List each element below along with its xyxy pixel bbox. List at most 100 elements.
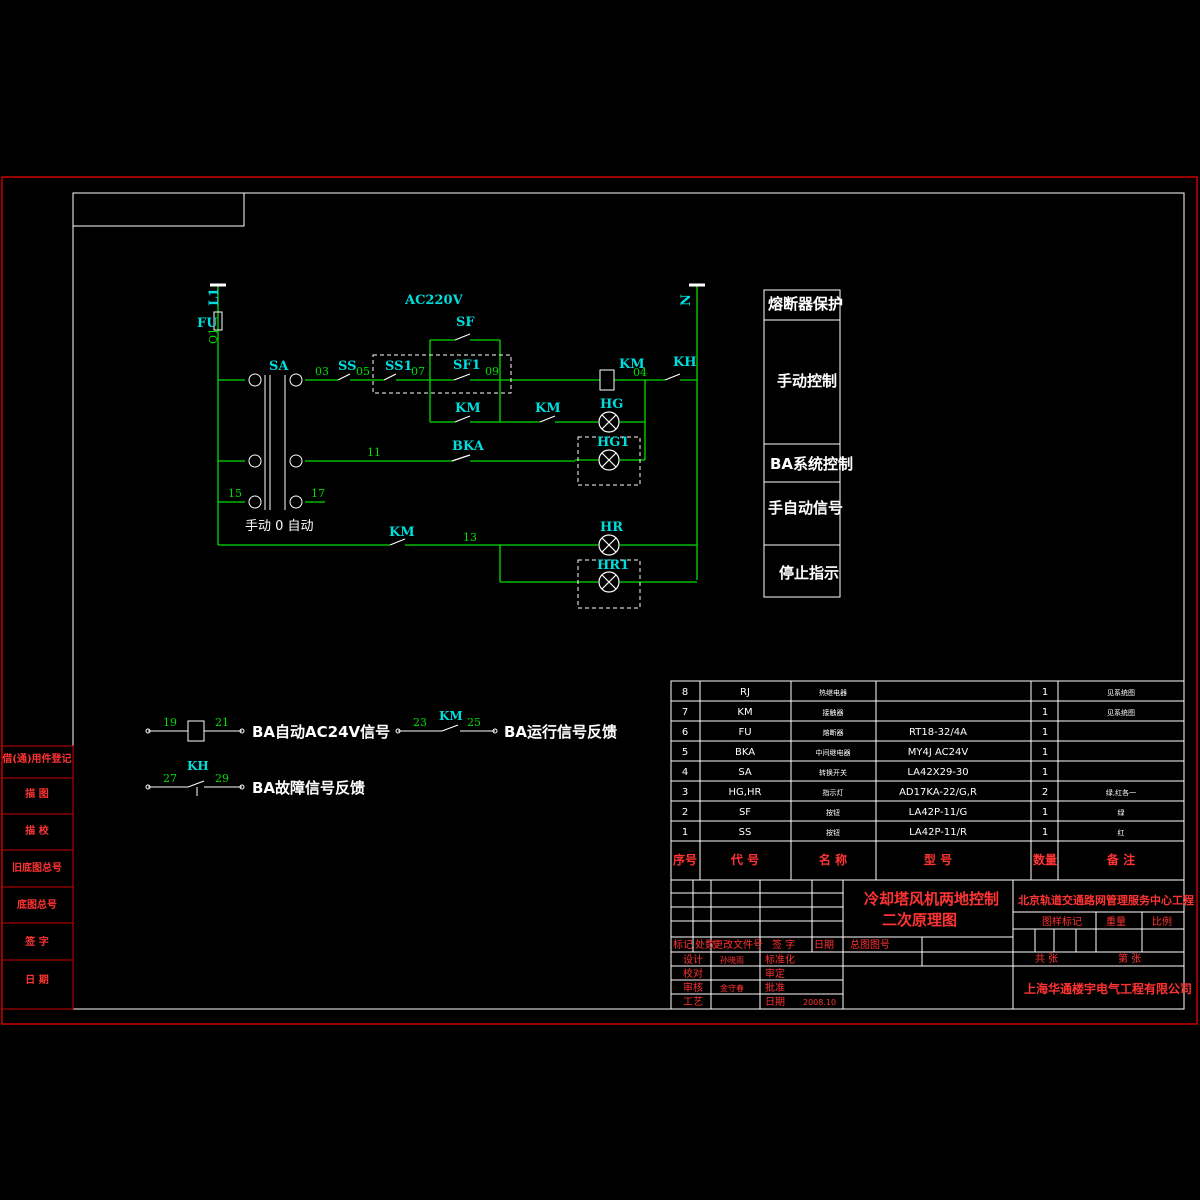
lamp-hr1 bbox=[598, 571, 620, 593]
parts-cell-name: 熔断器 bbox=[823, 728, 844, 737]
parts-cell-no: 6 bbox=[682, 727, 688, 738]
parts-cell-code: KM bbox=[737, 707, 752, 718]
fb-ba-control: BA系统控制 bbox=[770, 455, 853, 473]
parts-cell-qty: 1 bbox=[1042, 827, 1048, 838]
parts-cell-name: 热继电器 bbox=[819, 688, 847, 697]
sheets-total: 共 张 bbox=[1035, 953, 1058, 965]
parts-cell-model: RT18-32/4A bbox=[909, 727, 967, 738]
sa-switch bbox=[248, 373, 303, 510]
parts-cell-code: FU bbox=[738, 727, 751, 738]
parts-cell-no: 7 bbox=[682, 707, 688, 718]
parts-cell-model: MY4J AC24V bbox=[908, 747, 969, 758]
sig-text-2: BA运行信号反馈 bbox=[504, 723, 617, 741]
left-label-2: 描 校 bbox=[25, 824, 49, 837]
label-bka: BKA bbox=[452, 439, 485, 454]
km-coil bbox=[599, 369, 615, 391]
label-fu: FU bbox=[197, 316, 218, 331]
date-value: 2008.10 bbox=[803, 998, 836, 1007]
drawing-title-1: 冷却塔风机两地控制 bbox=[864, 890, 999, 908]
audit-label: 审核 bbox=[683, 981, 703, 994]
lamp-hg bbox=[598, 411, 620, 433]
corner-box bbox=[72, 192, 245, 227]
circuit-labels: AC220V L1 N FU SA SS SS1 SF SF1 KM KH KM… bbox=[197, 288, 697, 573]
switch-positions: 手动 0 自动 bbox=[245, 519, 314, 534]
wire-09: 09 bbox=[485, 365, 499, 378]
label-hg1: HG1 bbox=[597, 435, 629, 450]
parts-header-qty: 数量 bbox=[1033, 852, 1057, 867]
designer-name: 孙晓雨 bbox=[720, 955, 744, 965]
parts-cell-code: BKA bbox=[735, 747, 755, 758]
left-label-1: 描 图 bbox=[25, 787, 48, 800]
rev-h-sign: 签 字 bbox=[772, 938, 795, 951]
signal-lines bbox=[145, 720, 498, 796]
label-hr: HR bbox=[600, 520, 623, 535]
wire-17: 17 bbox=[311, 487, 325, 500]
parts-cell-name: 按钮 bbox=[826, 808, 840, 817]
title-block-grid bbox=[670, 879, 1185, 1010]
parts-header-model: 型 号 bbox=[924, 852, 952, 867]
label-hr1: HR1 bbox=[597, 558, 629, 573]
sig-27: 27 bbox=[163, 772, 177, 785]
parts-cell-code: SA bbox=[738, 767, 752, 778]
parts-cell-no: 3 bbox=[682, 787, 688, 798]
wire-q1: Q1 bbox=[207, 328, 220, 344]
label-km-bottom: KM bbox=[389, 525, 415, 540]
parts-cell-code: RJ bbox=[740, 687, 750, 698]
parts-cell-qty: 1 bbox=[1042, 687, 1048, 698]
weight-label: 重量 bbox=[1106, 915, 1126, 928]
label-ss: SS bbox=[338, 359, 357, 374]
parts-cell-no: 5 bbox=[682, 747, 688, 758]
wire-04: 04 bbox=[633, 366, 647, 379]
drawing-mark: 图样标记 bbox=[1042, 915, 1082, 928]
parts-cell-model: LA42P-11/G bbox=[909, 807, 968, 818]
lamp-hr bbox=[598, 534, 620, 556]
parts-cell-no: 4 bbox=[682, 767, 688, 778]
parts-cell-no: 8 bbox=[682, 687, 688, 698]
wire-07: 07 bbox=[411, 365, 425, 378]
approve-label: 批准 bbox=[765, 981, 785, 994]
outer-frame bbox=[1, 176, 1198, 1025]
wire-numbers: Q1 03 05 07 09 04 11 13 15 17 bbox=[207, 328, 647, 544]
rev-h-date: 日期 bbox=[814, 939, 834, 951]
label-hg: HG bbox=[600, 397, 623, 412]
sig-text-1: BA自动AC24V信号 bbox=[252, 723, 390, 741]
label-km-a: KM bbox=[455, 401, 481, 416]
lamps bbox=[598, 411, 620, 593]
parts-cell-note: 红 bbox=[1118, 828, 1125, 837]
rev-h-file: 更改文件号 bbox=[713, 938, 763, 951]
title-block-text: 冷却塔风机两地控制 二次原理图 北京轨道交通路网管理服务中心工程 图样标记 重量… bbox=[673, 890, 1194, 1008]
parts-header-note: 备 注 bbox=[1106, 852, 1135, 867]
label-kh: KH bbox=[673, 355, 697, 370]
parts-cell-note: 绿,红各一 bbox=[1106, 788, 1136, 797]
label-sf: SF bbox=[456, 315, 475, 330]
parts-cell-model: AD17KA-22/G,R bbox=[899, 787, 977, 798]
parts-cell-note: 见系统图 bbox=[1107, 688, 1135, 697]
parts-cell-qty: 2 bbox=[1042, 787, 1048, 798]
sig-25: 25 bbox=[467, 716, 481, 729]
function-blocks bbox=[763, 289, 841, 598]
auditor-name: 金守春 bbox=[720, 983, 744, 993]
fb-stop-indicator: 停止指示 bbox=[779, 564, 839, 582]
parts-cell-name: 按钮 bbox=[826, 828, 840, 837]
project-name: 北京轨道交通路网管理服务中心工程 bbox=[1018, 893, 1194, 907]
label-l1: L1 bbox=[207, 288, 222, 306]
sig-km-label: KM bbox=[439, 709, 463, 723]
sig-21: 21 bbox=[215, 716, 229, 729]
sig-19: 19 bbox=[163, 716, 177, 729]
sig-29: 29 bbox=[215, 772, 229, 785]
scale-label: 比例 bbox=[1152, 915, 1172, 928]
parts-cell-name: 接触器 bbox=[823, 708, 844, 717]
inner-frame bbox=[72, 192, 1185, 1010]
fb-auto-signal: 手自动信号 bbox=[768, 499, 843, 517]
parts-cell-no: 2 bbox=[682, 807, 688, 818]
design-label: 设计 bbox=[683, 953, 703, 966]
master-no: 总图图号 bbox=[850, 938, 890, 951]
parts-cell-qty: 1 bbox=[1042, 727, 1048, 738]
parts-cell-name: 中间继电器 bbox=[816, 748, 851, 757]
parts-cell-qty: 1 bbox=[1042, 807, 1048, 818]
left-column bbox=[1, 745, 74, 1010]
sig-text-3: BA故障信号反馈 bbox=[252, 779, 365, 797]
function-block-labels: 熔断器保护 手动控制 BA系统控制 手自动信号 停止指示 bbox=[768, 295, 853, 582]
parts-header-name: 名 称 bbox=[819, 852, 847, 867]
